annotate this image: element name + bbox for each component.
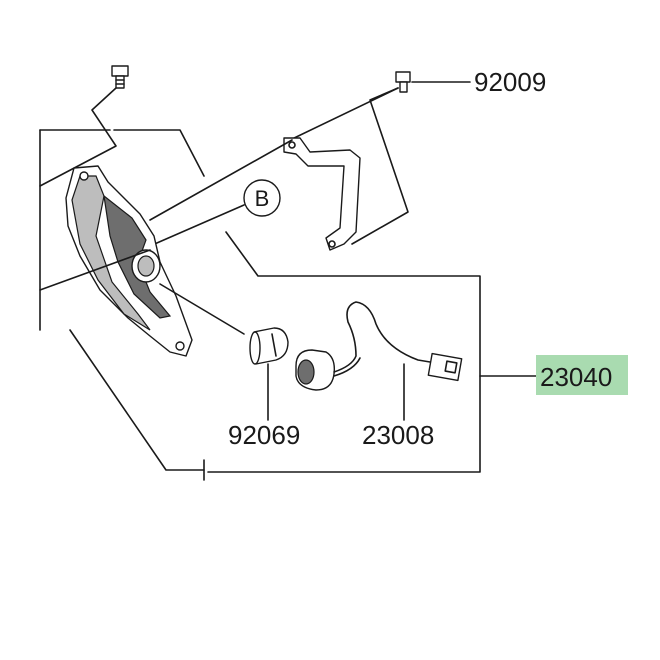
bracket-top-right [113,129,205,177]
part-number-23008[interactable]: 23008 [362,420,434,450]
part-number-23040-highlight [536,355,628,395]
reference-marker-label: B [255,186,270,211]
leader-screw-left [39,87,117,187]
leader-ref-b [149,204,245,247]
turn-signal-housing[interactable] [65,165,193,357]
part-number-92069[interactable]: 92069 [228,420,300,450]
bracket-bottom-left [69,329,205,471]
bulb[interactable] [249,327,289,365]
leader-lamp-bulb [159,283,245,335]
mounting-bracket[interactable] [283,137,361,251]
screw-top-left[interactable] [111,65,129,89]
screw-top-right[interactable] [395,71,411,93]
leader-lamp-left [39,249,151,291]
part-number-23040[interactable]: 23040 [540,362,612,392]
socket-and-wire[interactable] [295,301,463,391]
leader-bracket-to-lamp [149,139,293,221]
bracket-assembly-23040 [207,231,481,473]
leader-screw-right [289,87,399,141]
leader-bracket-right [351,87,409,245]
reference-marker-b[interactable]: B [243,179,281,217]
part-number-92009[interactable]: 92009 [474,67,546,97]
